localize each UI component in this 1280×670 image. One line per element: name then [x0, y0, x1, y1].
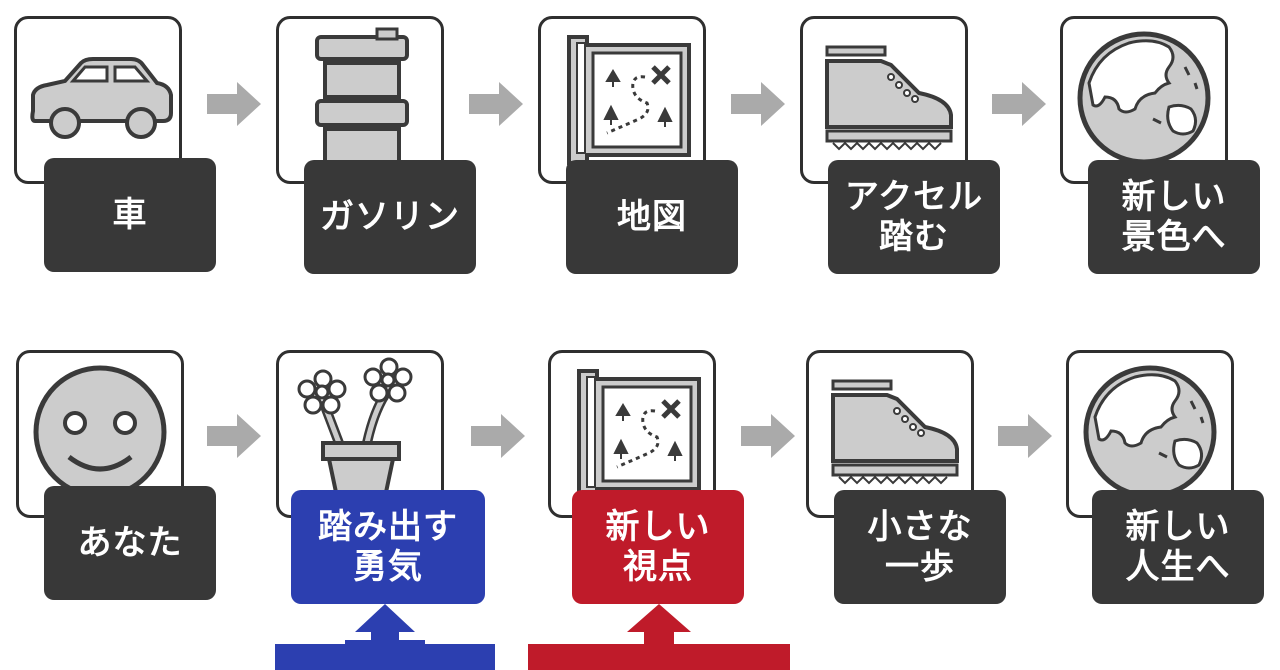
label-line: 人生へ	[1125, 547, 1231, 587]
right-arrow-icon	[998, 414, 1052, 458]
row2-step-4-label: 小さな 一歩	[834, 490, 1006, 604]
up-arrow-blue-icon	[275, 604, 495, 670]
label-line: 新しい	[1121, 177, 1227, 217]
label-line: ガソリン	[320, 197, 460, 237]
label-line: あなた	[77, 523, 183, 563]
row1-step-1-card	[14, 16, 182, 184]
right-arrow-icon	[469, 82, 523, 126]
row1-step-2-card	[276, 16, 444, 184]
right-arrow-icon	[992, 82, 1046, 126]
row1-step-3-card	[538, 16, 706, 184]
label-line: 地図	[617, 197, 687, 237]
label-line: 車	[112, 195, 148, 235]
fuel-drum-icon	[285, 23, 435, 173]
row2-step-1-label: あなた	[44, 486, 216, 600]
boot-icon	[815, 357, 965, 507]
right-arrow-icon	[471, 414, 525, 458]
right-arrow-icon	[731, 82, 785, 126]
row1-step-4-label: アクセル 踏む	[828, 160, 1000, 274]
label-line: 一歩	[885, 547, 955, 587]
label-line: 踏む	[879, 217, 949, 257]
car-icon	[23, 23, 173, 173]
row1-step-1-label: 車	[44, 158, 216, 272]
row1-step-5-label: 新しい 景色へ	[1088, 160, 1260, 274]
label-line: 景色へ	[1121, 217, 1227, 257]
label-line: 踏み出す	[318, 507, 458, 547]
smiley-face-icon	[25, 357, 175, 507]
label-line: 新しい	[605, 507, 711, 547]
label-line: 視点	[623, 547, 693, 587]
treasure-map-icon	[557, 357, 707, 507]
label-line: 勇気	[353, 547, 423, 587]
label-line: 小さな	[867, 507, 973, 547]
row2-step-5-label: 新しい 人生へ	[1092, 490, 1264, 604]
right-arrow-icon	[207, 82, 261, 126]
globe-icon	[1069, 23, 1219, 173]
label-line: 新しい	[1125, 507, 1231, 547]
row1-step-4-card	[800, 16, 968, 184]
right-arrow-icon	[741, 414, 795, 458]
row1-step-5-card	[1060, 16, 1228, 184]
globe-icon	[1075, 357, 1225, 507]
right-arrow-icon	[207, 414, 261, 458]
row1-step-2-label: ガソリン	[304, 160, 476, 274]
flower-pot-icon	[285, 357, 435, 507]
boot-icon	[809, 23, 959, 173]
label-line: アクセル	[844, 177, 984, 217]
row2-step-3-label-highlighted: 新しい 視点	[572, 490, 744, 604]
treasure-map-icon	[547, 23, 697, 173]
up-arrow-red-icon	[528, 604, 790, 670]
row1-step-3-label: 地図	[566, 160, 738, 274]
row2-step-2-label-highlighted: 踏み出す 勇気	[291, 490, 485, 604]
